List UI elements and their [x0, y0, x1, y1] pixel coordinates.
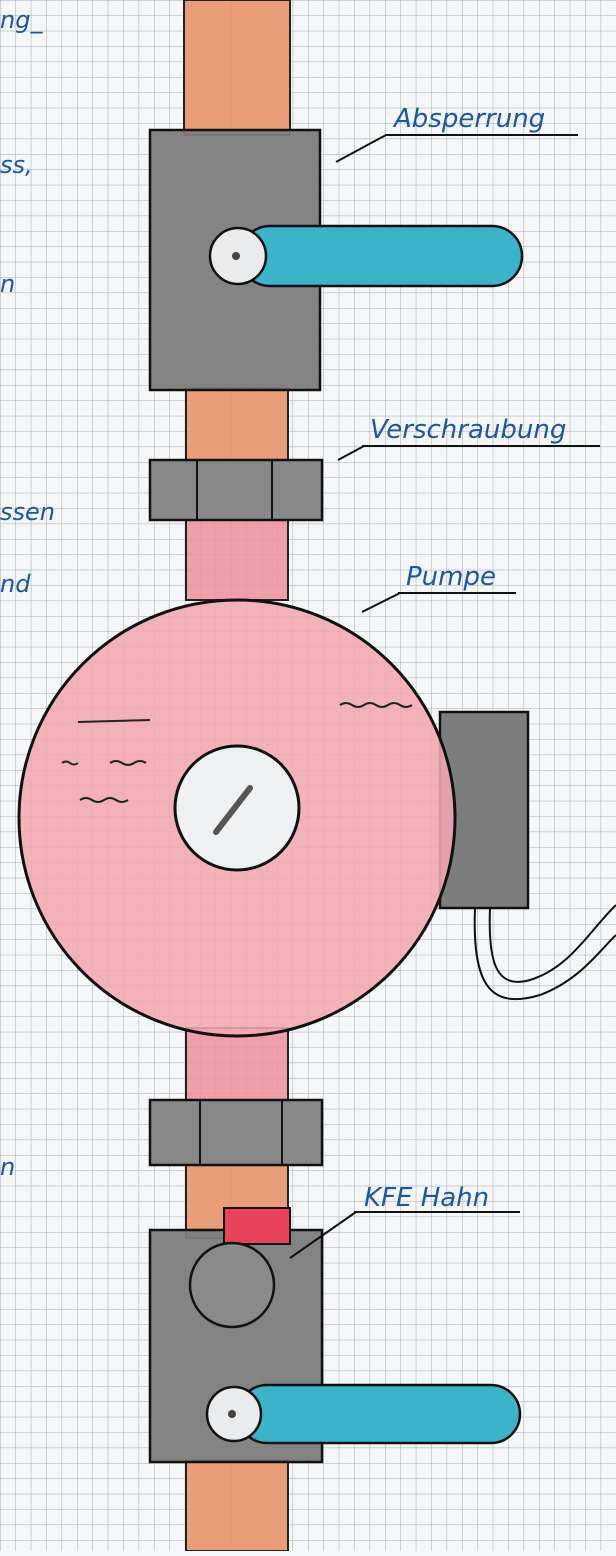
shutoff-valve-bottom-handle: [236, 1383, 522, 1445]
pump-cable-inner: [488, 904, 616, 983]
margin-text-1: ng_: [0, 6, 43, 34]
label-kfe-hahn: KFE Hahn: [364, 1183, 489, 1213]
copper-pipe-top: [183, 0, 291, 136]
pump-scribble-4: [339, 702, 413, 708]
shutoff-valve-top-handle: [238, 224, 524, 288]
label-absperrung-group: Absperrung: [335, 104, 578, 163]
margin-text-6: n: [0, 1153, 15, 1181]
union-nut-lower: [148, 1098, 324, 1167]
pink-pipe-upper: [185, 519, 289, 601]
margin-text-4: ssen: [0, 498, 55, 526]
label-verschraubung-leader: [337, 445, 365, 461]
label-kfe-hahn-group: KFE Hahn: [289, 1183, 520, 1259]
label-absperrung-leader: [335, 134, 387, 163]
copper-pipe-upper-mid: [185, 387, 289, 464]
label-kfe-hahn-leader: [289, 1211, 357, 1259]
kfe-tap-cap: [223, 1207, 291, 1245]
pink-pipe-lower: [185, 1027, 289, 1104]
margin-text-3: n: [0, 270, 15, 298]
kfe-tap-knob: [188, 1241, 276, 1329]
label-verschraubung: Verschraubung: [370, 415, 566, 445]
margin-text-5: nd: [0, 570, 31, 598]
union-nut-upper: [148, 458, 324, 522]
copper-pipe-bottom: [185, 1459, 289, 1552]
pump-scribble-2: [61, 760, 147, 766]
label-absperrung: Absperrung: [392, 104, 545, 134]
handle-pivot-bottom-screw: [228, 1410, 236, 1418]
label-verschraubung-group: Verschraubung: [337, 415, 600, 461]
label-pumpe-group: Pumpe: [361, 562, 516, 613]
pump-scribble-1: [77, 719, 151, 723]
label-pumpe: Pumpe: [406, 562, 496, 592]
label-pumpe-leader: [361, 592, 401, 613]
margin-text-2: ss,: [0, 151, 33, 179]
pump-indicator-needle: [213, 785, 253, 835]
pump-scribble-3: [79, 797, 129, 803]
handle-pivot-top-screw: [232, 252, 240, 260]
pump-cable-outer: [473, 907, 616, 1001]
